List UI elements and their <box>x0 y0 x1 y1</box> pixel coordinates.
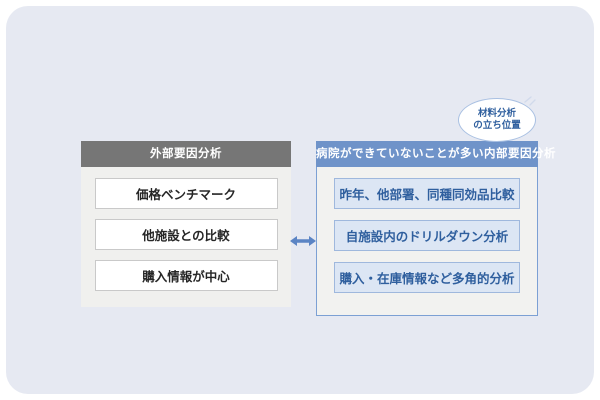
external-factor-panel: 外部要因分析 価格ベンチマーク 他施設との比較 購入情報が中心 <box>81 141 291 307</box>
external-factor-item: 購入情報が中心 <box>94 260 278 291</box>
internal-factor-panel-header: 病院ができていないことが多い内部要因分析 <box>316 141 556 167</box>
external-factor-panel-header: 外部要因分析 <box>81 141 291 167</box>
internal-factor-panel-body: 昨年、他部署、同種同効品比較 自施設内のドリルダウン分析 購入・在庫情報など多角… <box>316 167 538 316</box>
callout-line-1: 材料分析 <box>477 108 516 119</box>
callout-line-2: の立ち位置 <box>473 120 521 131</box>
internal-factor-item: 昨年、他部署、同種同効品比較 <box>334 178 520 209</box>
external-factor-panel-body: 価格ベンチマーク 他施設との比較 購入情報が中心 <box>81 167 291 307</box>
internal-factor-item: 購入・在庫情報など多角的分析 <box>334 262 520 293</box>
double-arrow-horizontal-icon <box>290 232 316 250</box>
sparkle-icon <box>524 94 538 106</box>
external-factor-item: 他施設との比較 <box>94 219 278 250</box>
external-factor-item: 価格ベンチマーク <box>94 178 278 209</box>
internal-factor-panel: 病院ができていないことが多い内部要因分析 昨年、他部署、同種同効品比較 自施設内… <box>316 141 556 316</box>
internal-factor-item: 自施設内のドリルダウン分析 <box>334 220 520 251</box>
material-analysis-callout: 材料分析 の立ち位置 <box>458 98 536 142</box>
diagram-canvas: 外部要因分析 価格ベンチマーク 他施設との比較 購入情報が中心 病院ができていな… <box>6 6 594 394</box>
